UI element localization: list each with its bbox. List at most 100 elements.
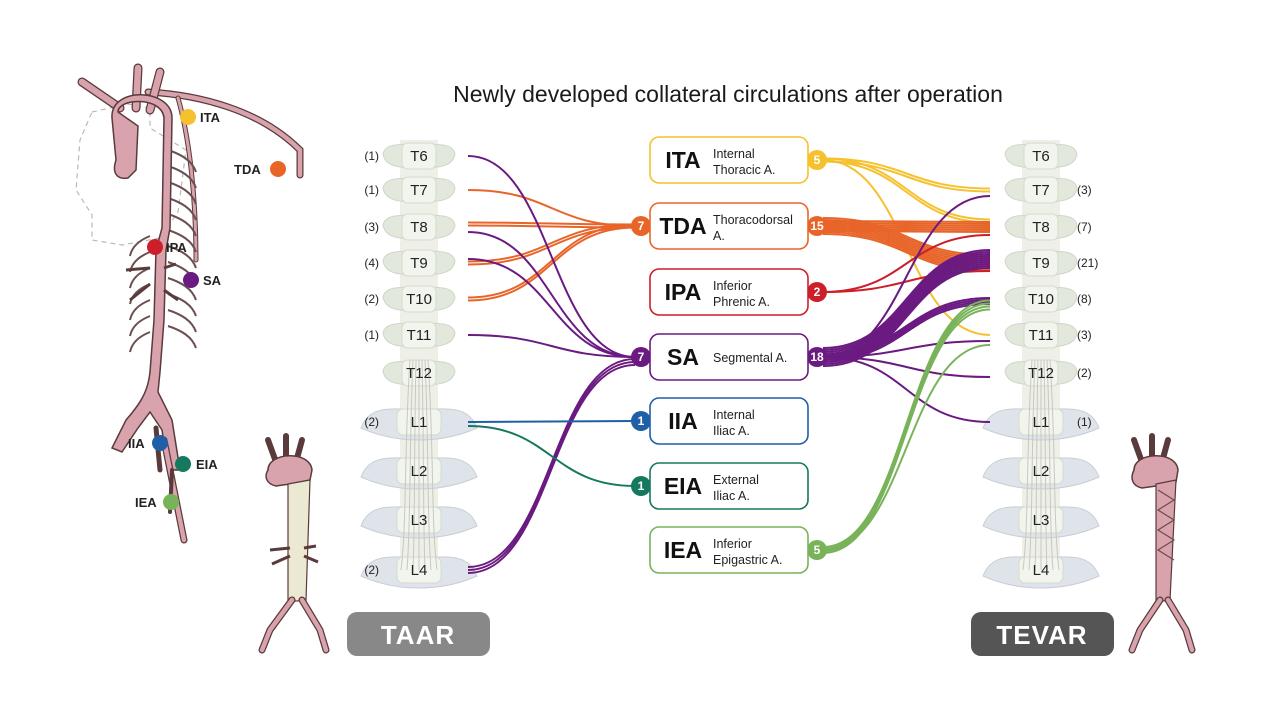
right-vertebra-body <box>1023 176 1059 204</box>
rib-line <box>129 299 151 321</box>
right-vertebra-l4: L4 <box>1033 562 1050 579</box>
left-vertebra-body <box>401 142 437 170</box>
taar-graft <box>287 479 311 603</box>
eia-anatomy-label: EIA <box>196 457 218 472</box>
left-count-t11: (1) <box>364 328 379 342</box>
collateral-vessel <box>822 253 991 353</box>
collateral-vessel <box>822 157 991 221</box>
collateral-vessel <box>467 364 636 574</box>
left-count-badge-tda: 7 <box>638 219 645 233</box>
artery-fullname-line1: Internal <box>713 147 755 161</box>
taar-graft-illustration <box>258 433 330 654</box>
left-count-t7: (1) <box>364 183 379 197</box>
rib-line <box>129 315 151 337</box>
collateral-vessel <box>467 358 636 568</box>
artery-fullname-line2: Thoracic A. <box>713 163 776 177</box>
artery-box-frame <box>649 333 809 381</box>
left-vertebra-body <box>401 213 437 241</box>
collateral-vessel <box>822 267 991 367</box>
left-count-badge-iia: 1 <box>638 414 645 428</box>
tevar-iliac-left-inner <box>1129 597 1163 653</box>
left-count-t10: (2) <box>364 292 379 306</box>
right-spinal-nerve <box>1028 359 1036 571</box>
left-spinal-nerve <box>412 359 417 571</box>
rib-line <box>167 213 197 237</box>
iia-marker-dot <box>152 435 168 451</box>
artery-fullname-line2: Iliac A. <box>713 424 750 438</box>
left-count-badge-sa: 7 <box>638 350 645 364</box>
right-count-t10: (8) <box>1077 292 1092 306</box>
left-count-badge-eia: 1 <box>638 479 645 493</box>
rib-line <box>129 331 151 353</box>
collateral-vessel <box>822 299 991 357</box>
taar-iliac-right-inner <box>299 597 329 653</box>
ipa-marker-dot <box>147 239 163 255</box>
left-vertebra-t11: T11 <box>407 327 432 344</box>
aorta-body <box>110 94 181 471</box>
iea-marker-dot <box>163 494 179 510</box>
right-count-badge-sa: 18 <box>810 350 824 364</box>
right-vertebra-t10: T10 <box>1028 291 1054 308</box>
left-count-l1: (2) <box>364 415 379 429</box>
ita-marker-dot <box>180 109 196 125</box>
artery-box-frame <box>649 462 809 510</box>
right-vertebra-l3: L3 <box>1033 512 1050 529</box>
right-vertebra-body <box>1023 285 1059 313</box>
rib-line <box>167 229 197 253</box>
left-count-l4: (2) <box>364 563 379 577</box>
right-count-t12: (2) <box>1077 366 1092 380</box>
iliac-right-inner <box>161 437 187 543</box>
collateral-vessel <box>822 255 991 355</box>
collateral-vessel <box>822 340 991 358</box>
tevar-iliac-right-inner <box>1165 597 1195 653</box>
artery-abbr: ITA <box>665 147 700 173</box>
collateral-vessel <box>822 249 991 349</box>
right-count-badge-iea: 5 <box>814 543 821 557</box>
right-vertebra-body <box>1023 142 1059 170</box>
right-count-t11: (3) <box>1077 328 1092 342</box>
rib-line <box>167 309 197 333</box>
right-vertebra-l2: L2 <box>1033 463 1050 480</box>
left-vertebra-l2: L2 <box>411 463 428 480</box>
collateral-vessel <box>822 160 991 193</box>
artery-box-frame <box>649 136 809 184</box>
right-vertebra-t12: T12 <box>1028 365 1054 382</box>
arch-vessel-left-inner <box>78 78 124 112</box>
collateral-vessel <box>467 223 636 263</box>
left-spine-taar: T6(1)T7(1)T8(3)T9(4)T10(2)T11(1)T12L1(2)… <box>360 140 478 589</box>
tevar-stent-mesh <box>1156 489 1176 561</box>
tevar-tag: TEVAR <box>996 620 1087 650</box>
rib-line <box>129 235 151 257</box>
artery-fullname-line1: Inferior <box>713 279 752 293</box>
collateral-vessel <box>822 356 991 423</box>
left-count-badge-iia-bg <box>631 411 651 431</box>
iea-anatomy-label: IEA <box>135 495 157 510</box>
left-vertebra-l1: L1 <box>411 414 428 431</box>
ipa-anatomy-label: IPA <box>166 240 187 255</box>
right-spinal-nerve <box>1043 359 1048 571</box>
artery-box-frame <box>649 526 809 574</box>
right-count-badge-iea-bg <box>807 540 827 560</box>
artery-fullname-line1: Internal <box>713 408 755 422</box>
left-count-t8: (3) <box>364 220 379 234</box>
right-count-badge-ita: 5 <box>814 153 821 167</box>
left-vertebra-t10: T10 <box>406 291 432 308</box>
left-vertebra-t8: T8 <box>410 219 428 236</box>
collateral-vessel <box>822 234 991 293</box>
left-count-t6: (1) <box>364 149 379 163</box>
artery-box-frame <box>649 202 809 250</box>
right-spinal-nerve <box>1034 359 1039 571</box>
artery-fullname-line1: External <box>713 473 759 487</box>
sa-anatomy-label: SA <box>203 273 222 288</box>
right-count-t9: (21) <box>1077 256 1098 270</box>
collateral-vessel <box>467 226 636 302</box>
rib-line <box>167 277 197 301</box>
artery-fullname-line2: Phrenic A. <box>713 295 770 309</box>
artery-fullname-line1: Inferior <box>713 537 752 551</box>
collateral-vessel <box>822 344 991 551</box>
left-count-badge-sa-bg <box>631 347 651 367</box>
right-vertebra-t7: T7 <box>1032 182 1050 199</box>
